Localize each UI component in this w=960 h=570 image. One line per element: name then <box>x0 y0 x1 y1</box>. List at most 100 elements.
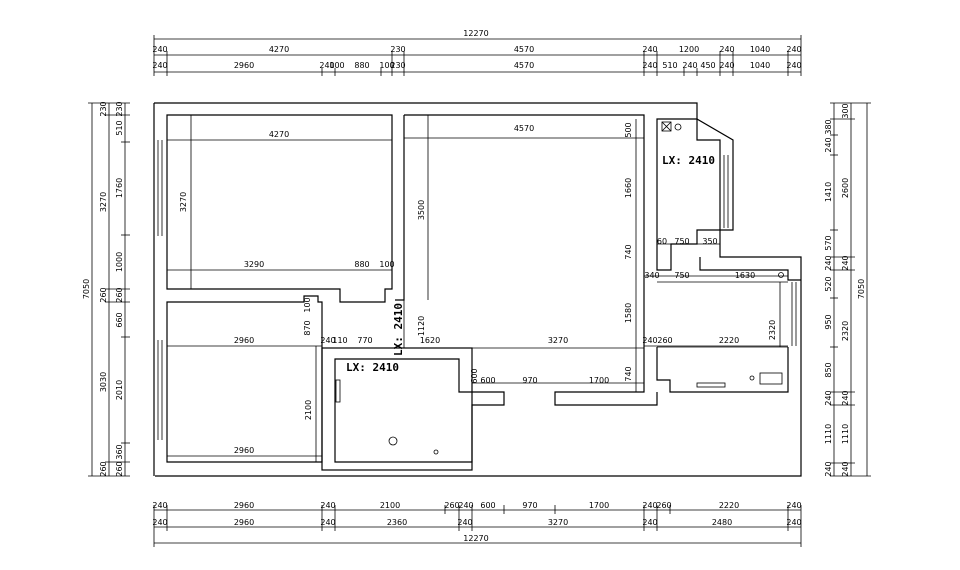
bot-r2-1: 2960 <box>234 518 254 527</box>
right-i-0: 240 <box>824 137 833 152</box>
top-r1-4: 240 <box>642 45 657 54</box>
bot-r1-5: 240 <box>458 501 473 510</box>
left-total: 7050 <box>82 279 91 299</box>
right-o-6: 240 <box>841 461 850 476</box>
bath-drain-icon <box>433 449 439 455</box>
bot-total: 12270 <box>463 534 488 543</box>
living-600-v: 600 <box>470 368 479 383</box>
right-i-5: 520 <box>824 276 833 291</box>
bot-r2-7: 2480 <box>712 518 732 527</box>
right-i-8: 240 <box>824 390 833 405</box>
living-4570: 4570 <box>514 124 534 133</box>
living-600: 600 <box>480 376 495 385</box>
living-970: 970 <box>522 376 537 385</box>
bath-2100: 2100 <box>304 400 313 420</box>
windows <box>157 140 797 440</box>
room-dimensions: 4270 3270 3290 880 100 2960 2960 870 100… <box>167 115 788 462</box>
water-heater-icon <box>759 372 783 385</box>
bathroom-outline <box>334 358 505 463</box>
bed1-880: 880 <box>354 260 369 269</box>
bot-r1-2: 240 <box>320 501 335 510</box>
left-i-7: 360 <box>115 444 124 459</box>
top-r2-0: 240 <box>152 61 167 70</box>
bot-r1-11: 2220 <box>719 501 739 510</box>
meter-box-icon <box>661 121 672 132</box>
kit-2320: 2320 <box>768 320 777 340</box>
bot-r2-2: 240 <box>320 518 335 527</box>
kit-240: 240 <box>642 336 657 345</box>
top-r2-12: 240 <box>719 61 734 70</box>
radiator-icon <box>335 379 341 403</box>
living-3500: 3500 <box>417 200 426 220</box>
bal-60: 60 <box>657 237 667 246</box>
bed2-2960: 2960 <box>234 336 254 345</box>
top-r1-3: 4570 <box>514 45 534 54</box>
bal-340: 340 <box>644 271 659 280</box>
bot-r1-10: 260 <box>656 501 671 510</box>
left-i-1: 510 <box>115 120 124 135</box>
floor-drain-icon <box>388 436 398 446</box>
left-o-2: 260 <box>99 287 108 302</box>
bed1-width: 4270 <box>269 130 289 139</box>
kit-2220: 2220 <box>719 336 739 345</box>
lx-vertical-label: LX: 2410 <box>392 303 405 356</box>
living-1120: 1120 <box>417 316 426 336</box>
bot-r2-5: 3270 <box>548 518 568 527</box>
bot-r1-0: 240 <box>152 501 167 510</box>
hall-770: 770 <box>357 336 372 345</box>
right-i-7: 850 <box>824 362 833 377</box>
top-r1-0: 240 <box>152 45 167 54</box>
bot-r2-6: 240 <box>642 518 657 527</box>
top-total: 12270 <box>463 29 488 38</box>
walls <box>153 102 802 477</box>
bot-r2-0: 240 <box>152 518 167 527</box>
top-r2-3: 100 <box>329 61 344 70</box>
bot-r2-4: 240 <box>457 518 472 527</box>
left-o-0: 230 <box>99 101 108 116</box>
lx-bath-label: LX: 2410 <box>346 361 399 374</box>
right-i-3: 570 <box>824 235 833 250</box>
living-740: 740 <box>624 366 633 381</box>
bed2-870: 870 <box>303 320 312 335</box>
top-r2-4: 880 <box>354 61 369 70</box>
kit-260: 260 <box>657 336 672 345</box>
kitchen-outline <box>656 347 789 393</box>
top-r2-11: 450 <box>700 61 715 70</box>
right-i-10: 240 <box>824 461 833 476</box>
top-r1-1: 4270 <box>269 45 289 54</box>
left-o-4: 260 <box>99 461 108 476</box>
bed2-100: 100 <box>303 297 312 312</box>
left-i-3: 1000 <box>115 252 124 272</box>
top-r2-8: 240 <box>642 61 657 70</box>
bot-r2-3: 2360 <box>387 518 407 527</box>
right-i-9: 1110 <box>824 424 833 444</box>
right-dimensions: 240 380 1410 570 240 520 950 850 240 111… <box>824 102 871 477</box>
right-i-1: 380 <box>824 119 833 134</box>
right-o-5: 1110 <box>841 424 850 444</box>
top-r2-6: 230 <box>390 61 405 70</box>
top-r2-5: 100 <box>379 61 394 70</box>
bedroom2-outline <box>166 295 323 463</box>
bal-1630: 1630 <box>735 271 755 280</box>
top-r2-14: 240 <box>786 61 801 70</box>
top-dimensions: 12270 240 4270 230 4570 240 1200 240 104… <box>152 29 802 76</box>
right-o-1: 2600 <box>841 178 850 198</box>
bal-740: 740 <box>624 244 633 259</box>
left-i-2: 1760 <box>115 178 124 198</box>
top-r2-9: 510 <box>662 61 677 70</box>
left-i-5: 660 <box>115 312 124 327</box>
bot-r1-9: 240 <box>642 501 657 510</box>
right-o-3: 2320 <box>841 321 850 341</box>
living-1580: 1580 <box>624 303 633 323</box>
bot-r1-3: 2100 <box>380 501 400 510</box>
bed1-100: 100 <box>379 260 394 269</box>
hall-110: 110 <box>332 336 347 345</box>
right-o-2: 240 <box>841 255 850 270</box>
bal-1660: 1660 <box>624 178 633 198</box>
bedroom1-outline <box>166 114 393 303</box>
fixtures <box>335 121 784 455</box>
top-r1-7: 1040 <box>750 45 770 54</box>
top-r2-1: 2960 <box>234 61 254 70</box>
outlet-icon <box>674 123 682 131</box>
